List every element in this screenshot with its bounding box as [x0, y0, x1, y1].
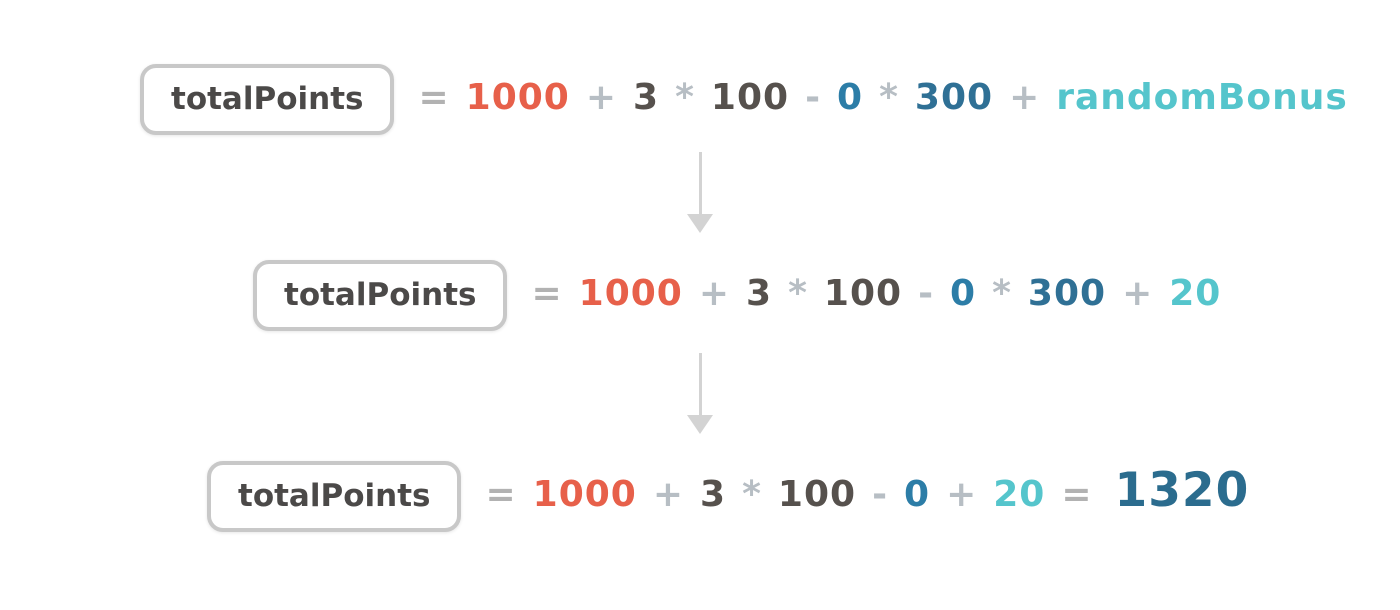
operator-token: * — [675, 77, 695, 118]
number-token: 0 — [904, 474, 931, 515]
operator-token: * — [879, 77, 899, 118]
number-token: 1000 — [578, 273, 683, 314]
arrow-line — [698, 152, 702, 214]
number-token: 100 — [823, 273, 903, 314]
operator-token: - — [805, 77, 822, 118]
equation: = 1000 + 3 * 100 - 0 * 300 + randomBonus — [418, 80, 1347, 116]
equals-token: = — [485, 474, 517, 515]
number-token: 3 — [633, 77, 660, 118]
variable-box: totalPoints — [207, 461, 462, 532]
number-token: 300 — [1027, 273, 1107, 314]
evaluation-step-3: totalPoints = 1000 + 3 * 100 - 0 + 20 = … — [207, 461, 1249, 532]
down-arrow-icon — [687, 152, 713, 233]
equals-token: = — [531, 273, 563, 314]
evaluation-step-2: totalPoints = 1000 + 3 * 100 - 0 * 300 +… — [253, 260, 1221, 331]
number-token: 1000 — [532, 474, 637, 515]
operator-token: * — [788, 273, 808, 314]
equation: = 1000 + 3 * 100 - 0 + 20 = 1320 — [485, 467, 1249, 514]
operator-token: * — [742, 474, 762, 515]
number-token: 1000 — [465, 77, 570, 118]
variable-box: totalPoints — [253, 260, 508, 331]
number-token: 3 — [700, 474, 727, 515]
arrow-line — [698, 353, 702, 415]
equals-token: = — [1061, 474, 1093, 515]
arrow-head — [687, 415, 713, 434]
number-token: 3 — [746, 273, 773, 314]
operator-token: - — [918, 273, 935, 314]
number-token: 0 — [950, 273, 977, 314]
number-token: 100 — [710, 77, 790, 118]
number-token: 0 — [837, 77, 864, 118]
variable-box: totalPoints — [140, 64, 395, 135]
operator-token: + — [946, 474, 978, 515]
variable-name: totalPoints — [284, 277, 477, 313]
equals-token: = — [418, 77, 450, 118]
operator-token: + — [1009, 77, 1041, 118]
operator-token: + — [652, 474, 685, 515]
number-token: 100 — [777, 474, 857, 515]
operator-token: - — [872, 474, 889, 515]
equation: = 1000 + 3 * 100 - 0 * 300 + 20 — [531, 276, 1221, 312]
down-arrow-icon — [687, 353, 713, 434]
number-token: 300 — [914, 77, 994, 118]
number-token: 20 — [1169, 273, 1222, 314]
operator-token: + — [698, 273, 731, 314]
arrow-head — [687, 214, 713, 233]
number-token: 20 — [993, 474, 1046, 515]
variable-name: totalPoints — [238, 478, 431, 514]
evaluation-step-1: totalPoints = 1000 + 3 * 100 - 0 * 300 +… — [140, 64, 1348, 135]
operator-token: * — [992, 273, 1012, 314]
operator-token: + — [585, 77, 618, 118]
variable-token: randomBonus — [1056, 77, 1348, 118]
operator-token: + — [1122, 273, 1154, 314]
result-token: 1320 — [1114, 463, 1250, 518]
variable-name: totalPoints — [171, 81, 364, 117]
